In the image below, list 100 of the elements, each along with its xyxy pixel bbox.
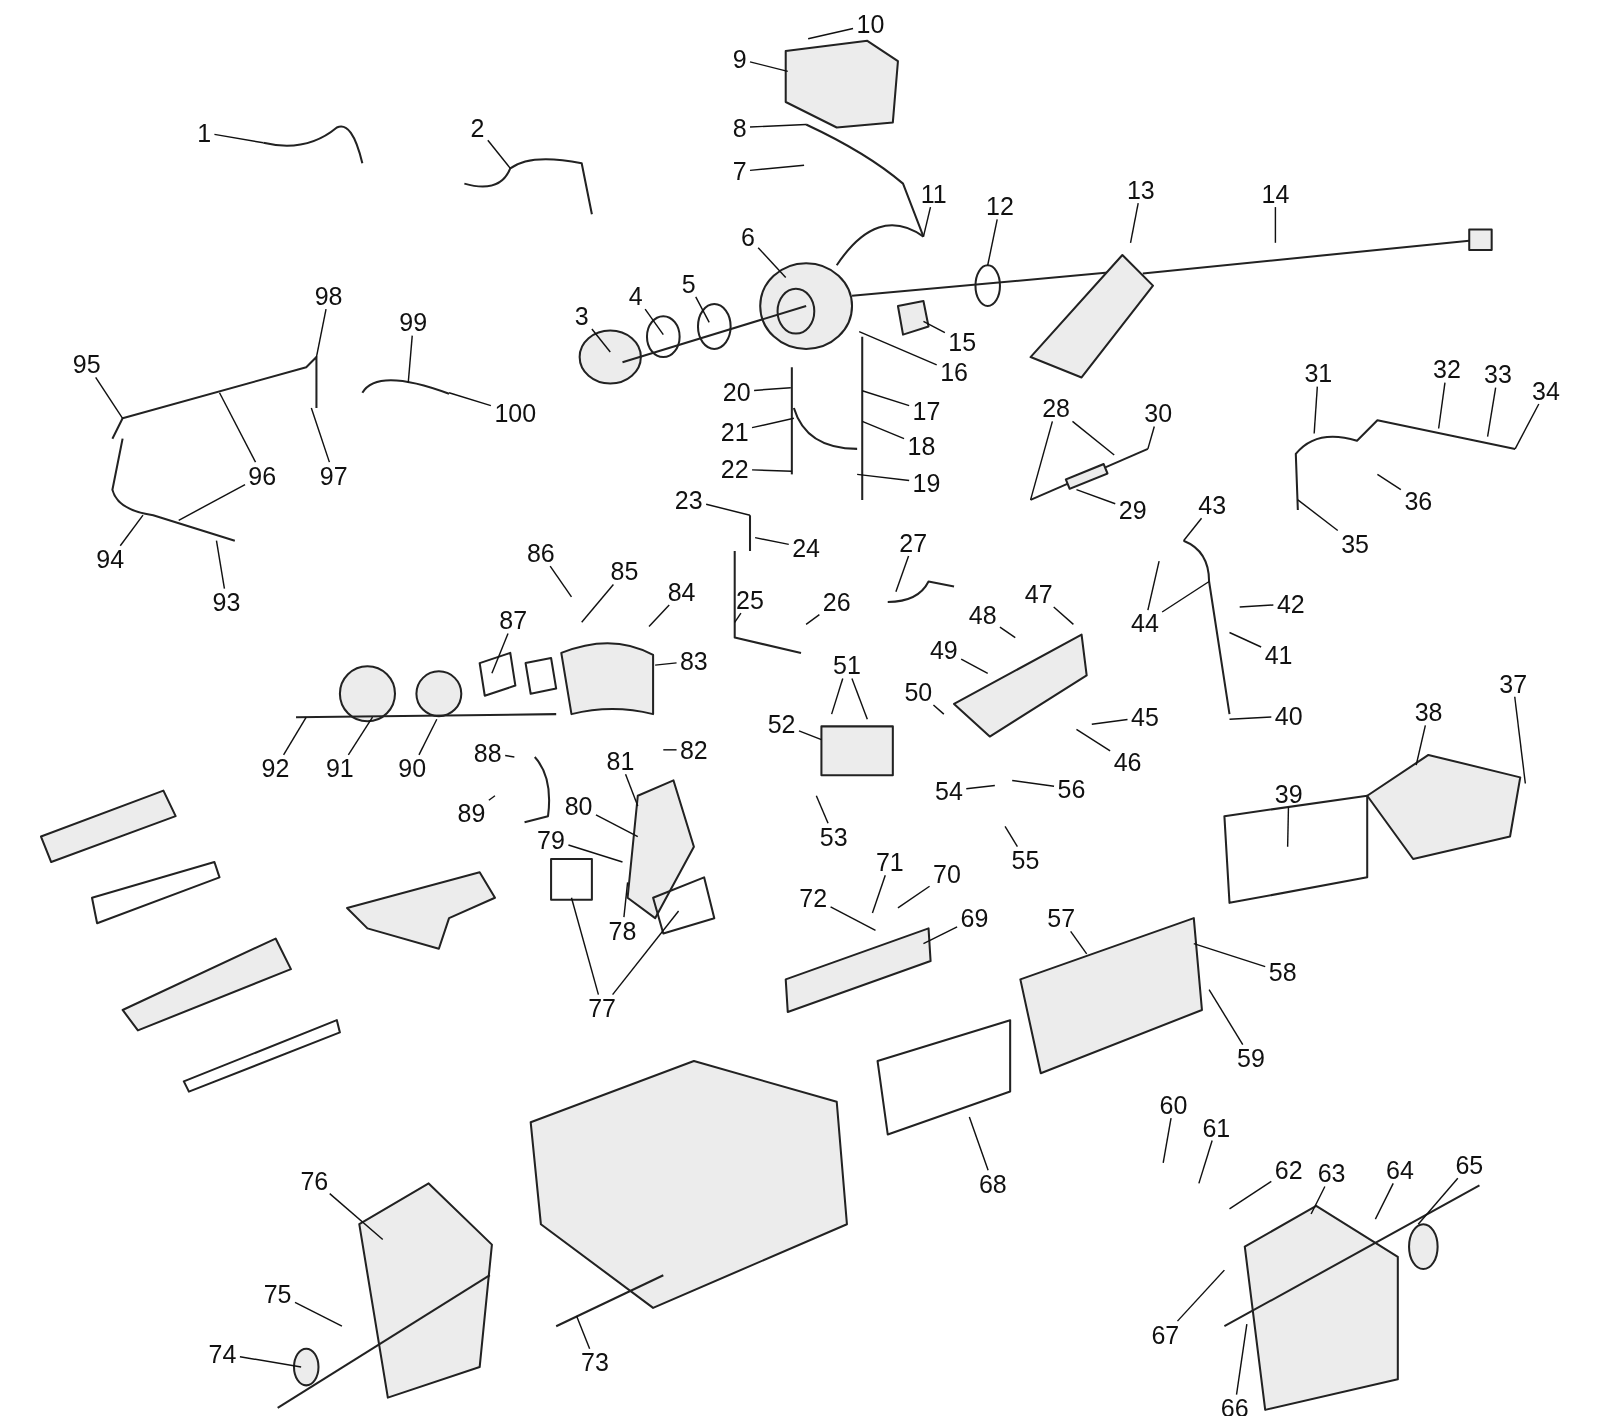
- leader-line: [1310, 1185, 1326, 1215]
- callout-number: 86: [526, 540, 555, 566]
- leader-line: [807, 27, 854, 40]
- leader-line: [871, 874, 886, 914]
- callout-number: 8: [732, 115, 747, 141]
- leader-line: [1091, 718, 1129, 726]
- leader-line: [932, 704, 945, 715]
- leader-line: [1238, 604, 1275, 608]
- callout-number: 28: [1042, 395, 1070, 421]
- leader-line: [215, 539, 226, 590]
- callout-number: 2: [470, 115, 485, 141]
- leader-line: [856, 473, 910, 482]
- callout-number: 70: [933, 862, 961, 887]
- callout-number: 57: [1047, 905, 1076, 931]
- leader-line: [858, 330, 938, 366]
- leader-line: [1176, 1269, 1226, 1322]
- callout-number: 4: [628, 283, 643, 309]
- callout-number: 87: [499, 607, 528, 633]
- callout-number: 61: [1202, 1115, 1231, 1141]
- callout-number: 53: [819, 824, 848, 850]
- leader-line: [178, 483, 246, 521]
- callout-number: 89: [457, 800, 486, 826]
- leader-line: [623, 881, 629, 918]
- leader-line: [749, 123, 807, 128]
- callout-number: 48: [968, 602, 997, 628]
- leader-line: [1417, 1177, 1459, 1225]
- callout-number: 54: [935, 778, 963, 804]
- callout-number: 40: [1274, 703, 1303, 729]
- leader-line: [965, 784, 996, 790]
- leader-line: [310, 407, 331, 463]
- callout-number: 7: [732, 158, 747, 184]
- leader-line: [315, 308, 327, 358]
- leader-line: [830, 677, 844, 715]
- callout-number: 33: [1484, 362, 1512, 387]
- leader-line: [968, 1116, 989, 1171]
- callout-number: 50: [904, 679, 933, 705]
- callout-number: 46: [1113, 749, 1142, 775]
- leader-line: [1415, 724, 1427, 766]
- leader-line: [1235, 1323, 1248, 1396]
- leader-line: [239, 1356, 302, 1368]
- callout-number: 41: [1264, 642, 1293, 668]
- leader-line: [987, 218, 998, 266]
- callout-number: 80: [564, 793, 593, 819]
- leader-line: [999, 626, 1016, 639]
- leader-line: [751, 417, 795, 429]
- callout-number: 81: [606, 748, 635, 774]
- callout-number: 66: [1220, 1395, 1249, 1416]
- leader-line: [1075, 488, 1116, 505]
- callout-number: 3: [574, 303, 589, 329]
- leader-line: [1147, 560, 1160, 611]
- callout-number: 42: [1276, 591, 1305, 617]
- callout-number: 37: [1499, 671, 1528, 697]
- callout-number: 90: [398, 755, 427, 781]
- callout-number: 17: [912, 398, 941, 424]
- callout-number: 22: [720, 456, 749, 482]
- leader-line: [1228, 716, 1273, 720]
- leader-line: [861, 420, 905, 440]
- leader-line: [654, 662, 678, 666]
- leader-line: [418, 718, 438, 756]
- callout-number: 71: [875, 849, 904, 875]
- callout-number: 14: [1261, 181, 1290, 207]
- callout-number: 29: [1118, 497, 1147, 523]
- callout-number: 83: [679, 648, 708, 674]
- callout-number: 69: [960, 905, 989, 931]
- callout-number: 34: [1532, 378, 1560, 404]
- callout-number: 23: [674, 487, 703, 513]
- leader-line: [591, 328, 611, 353]
- leader-line: [960, 658, 989, 675]
- leader-line: [407, 334, 413, 384]
- callout-number: 5: [681, 271, 696, 297]
- callout-number: 78: [608, 918, 637, 944]
- callout-number: 79: [537, 827, 565, 853]
- callout-number: 18: [907, 433, 936, 459]
- leader-line: [815, 795, 829, 824]
- leader-line: [922, 206, 932, 238]
- callout-number: 77: [588, 995, 616, 1021]
- leader-line: [567, 844, 624, 863]
- callout-number: 11: [920, 181, 947, 207]
- leader-line: [1208, 988, 1244, 1046]
- callout-number: 27: [899, 530, 928, 556]
- leader-line: [751, 469, 793, 473]
- callout-number: 13: [1126, 177, 1155, 203]
- leader-line: [575, 1315, 591, 1350]
- leader-line: [705, 503, 751, 516]
- callout-number: 98: [314, 283, 343, 309]
- callout-number: 36: [1404, 488, 1433, 514]
- callout-number: 75: [263, 1281, 292, 1307]
- leader-line: [1198, 1139, 1213, 1185]
- leader-line: [294, 1301, 343, 1327]
- callout-number: 68: [978, 1171, 1007, 1197]
- callout-number: 45: [1131, 704, 1159, 730]
- callout-number: 43: [1198, 492, 1227, 518]
- leader-line: [119, 514, 144, 547]
- leader-line: [1313, 385, 1319, 435]
- callout-number: 47: [1024, 581, 1053, 607]
- callout-number: 65: [1455, 1152, 1484, 1178]
- leader-line: [1162, 1117, 1172, 1164]
- leader-line: [1376, 473, 1402, 491]
- leader-line: [549, 565, 573, 598]
- callout-number: 63: [1317, 1160, 1346, 1186]
